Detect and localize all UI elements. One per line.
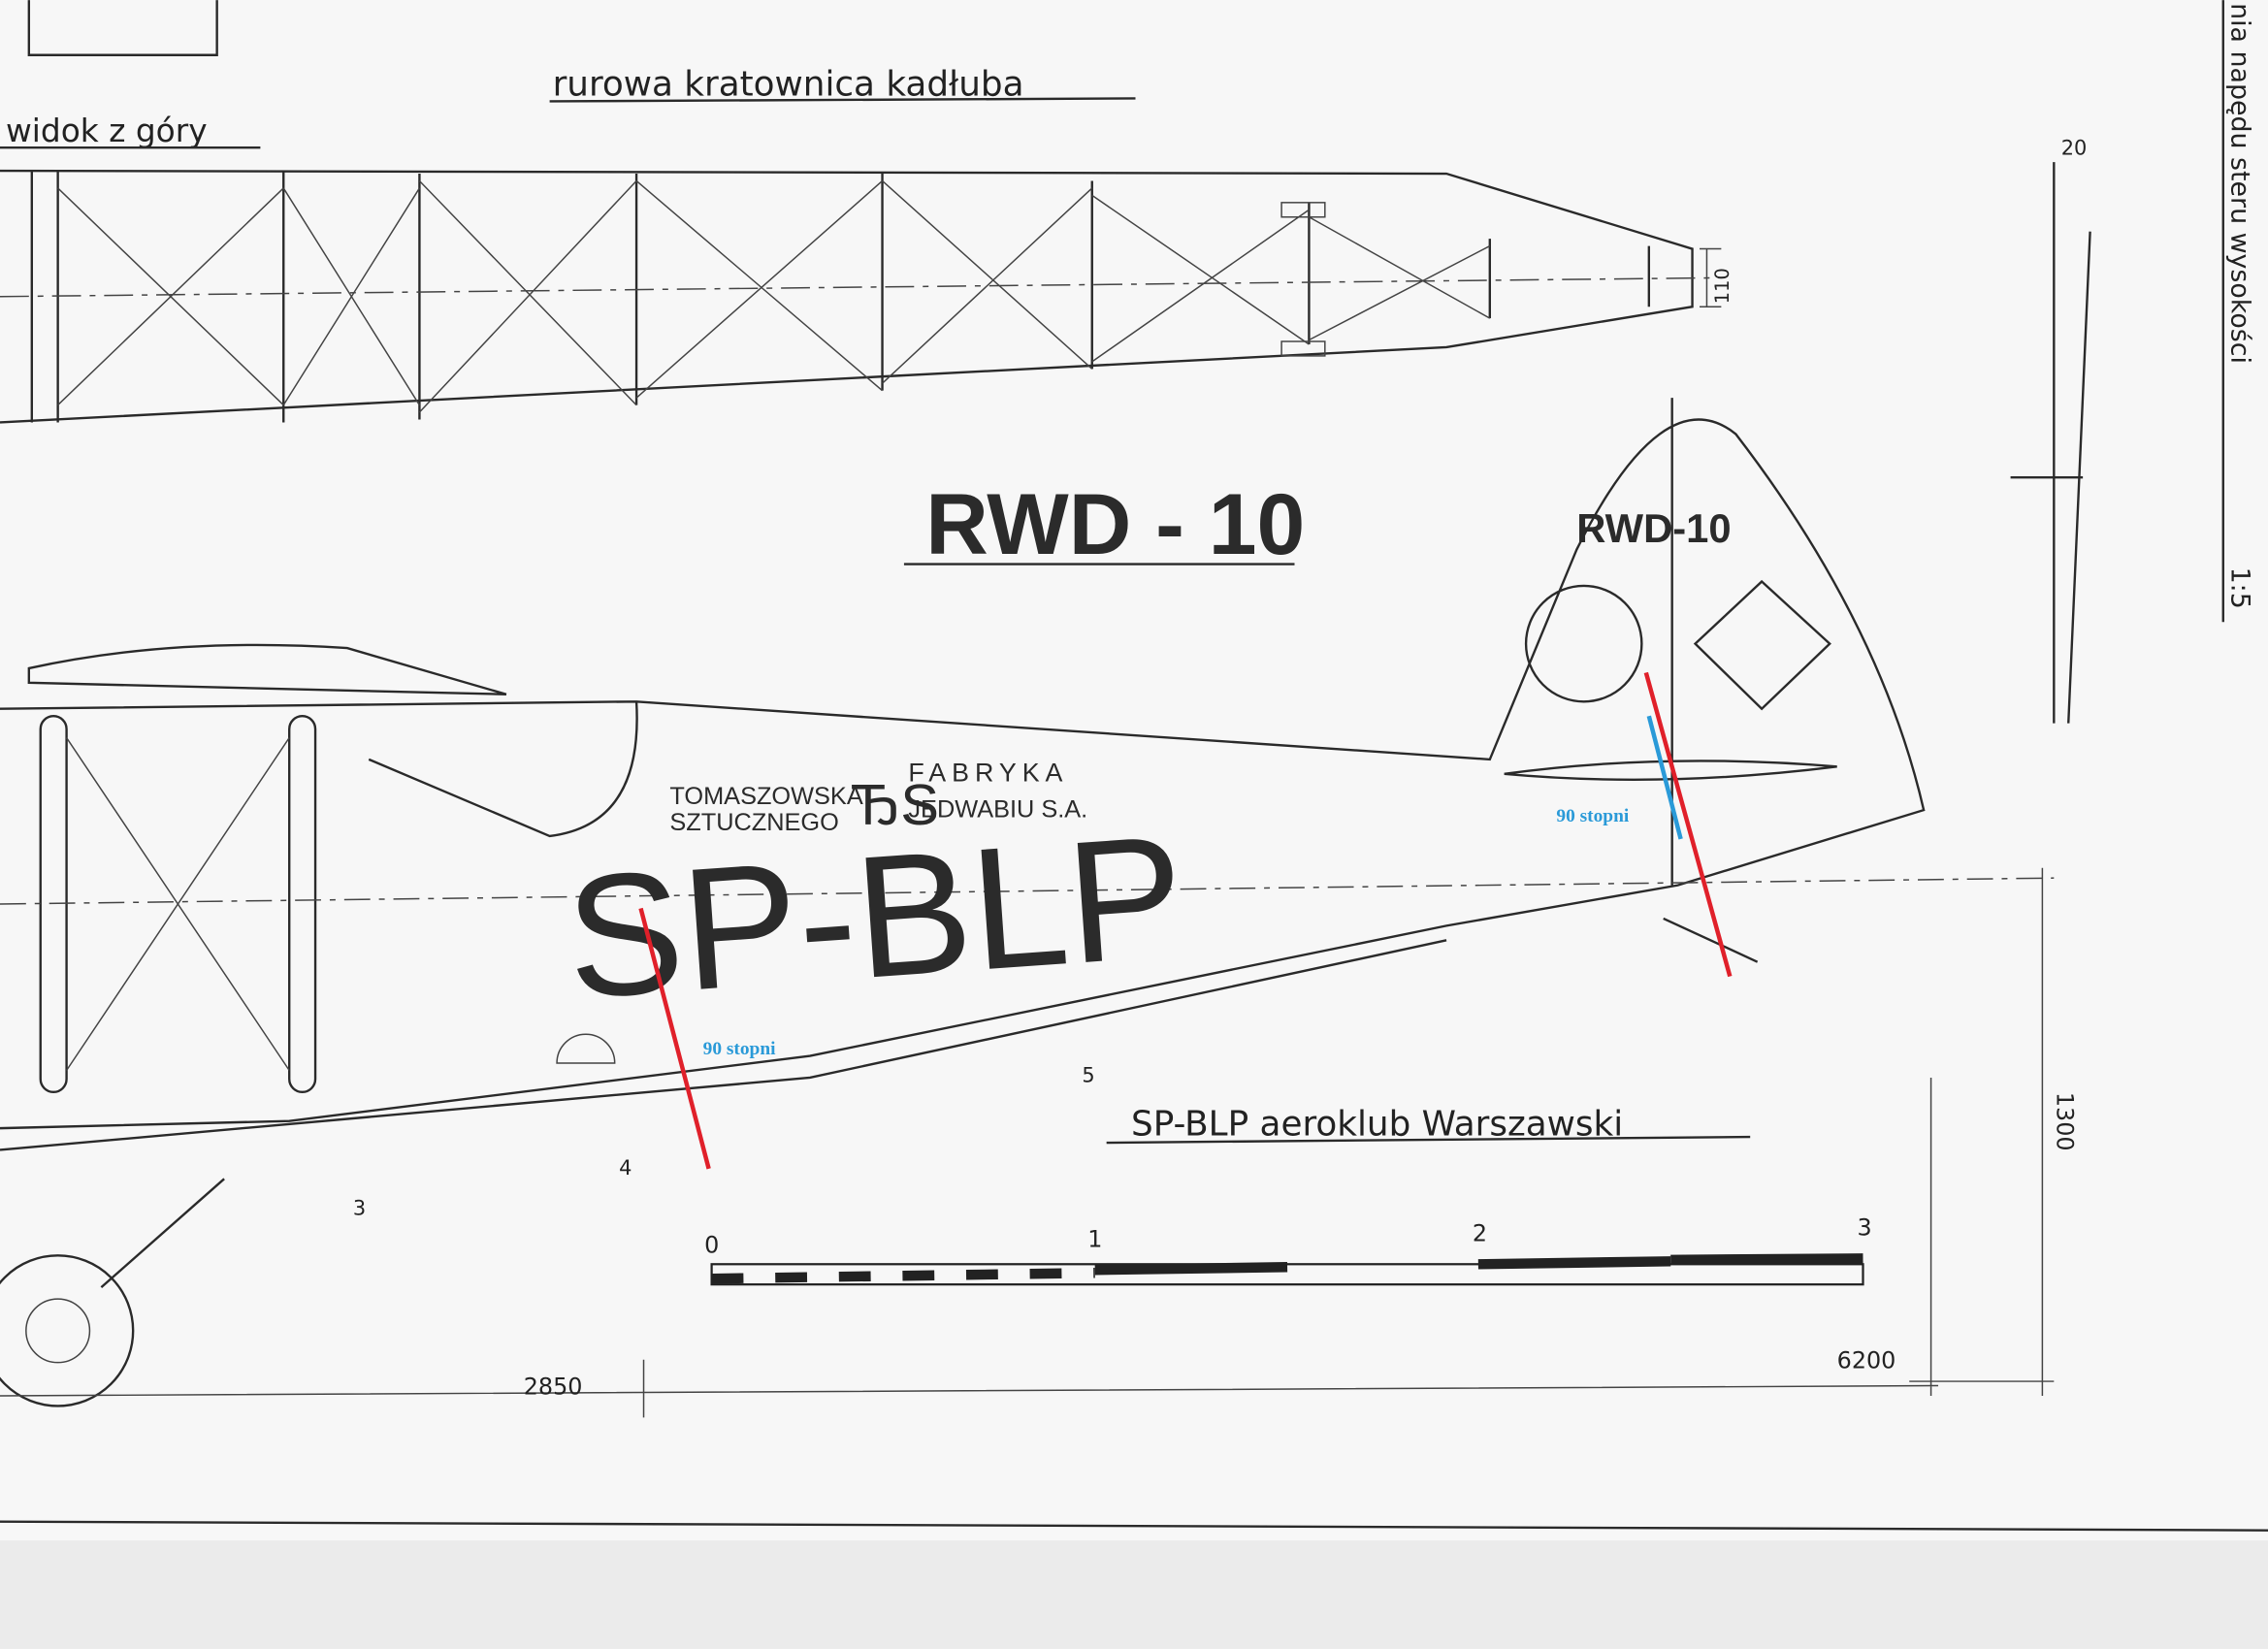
sponsor-line1-left: TOMASZOWSKA xyxy=(669,783,862,810)
aircraft-side-view xyxy=(0,398,2055,1407)
registration-marking: SP-BLP xyxy=(561,798,1190,1035)
section-mark-3: 3 xyxy=(353,1197,366,1220)
angle-label-tail: 90 stopni xyxy=(1556,806,1629,826)
angle-label-front: 90 stopni xyxy=(703,1039,776,1059)
scale-tick-3: 3 xyxy=(1858,1213,1872,1241)
truss-title: rurowa kratownica kadłuba xyxy=(553,64,1024,104)
fuselage-truss-top-view: 110 xyxy=(0,169,1733,424)
club-emblem xyxy=(1524,584,1643,703)
side-note: nia napędu steru wysokości xyxy=(2225,3,2255,364)
top-view-label: widok z góry xyxy=(6,113,208,149)
dimension-height: 1300 xyxy=(2051,1092,2078,1151)
subtitle: SP-BLP aeroklub Warszawski xyxy=(1131,1105,1623,1145)
dimension-front: 2850 xyxy=(524,1373,583,1400)
scale-tick-0: 0 xyxy=(704,1231,719,1258)
scale-ratio: 1:5 xyxy=(2225,567,2255,609)
scale-tick-1: 1 xyxy=(1087,1225,1102,1252)
aeroklub-emblem xyxy=(1693,579,1831,711)
sponsor-line2-right: JEDWABIU S.A. xyxy=(908,796,1087,824)
truss-end-dimension: 110 xyxy=(1711,268,1733,304)
sponsor-logo: ЂS xyxy=(851,772,939,837)
red-reference-line-tail xyxy=(1643,671,1733,978)
sponsor-line2-left: SZTUCZNEGO xyxy=(669,809,838,836)
scale-bar xyxy=(710,1253,1864,1286)
main-title: RWD - 10 xyxy=(925,475,1305,572)
red-reference-line-front xyxy=(638,907,711,1170)
dimension-width-top: 20 xyxy=(2061,137,2088,160)
dimension-rear: 6200 xyxy=(1837,1347,1896,1374)
section-mark-5: 5 xyxy=(1082,1063,1094,1086)
sponsor-line1-right: FABRYKA xyxy=(908,758,1068,787)
tail-marking: RWD-10 xyxy=(1576,505,1731,551)
section-mark-4: 4 xyxy=(619,1156,632,1180)
blue-reference-line xyxy=(1646,715,1683,840)
scale-tick-2: 2 xyxy=(1473,1219,1487,1246)
